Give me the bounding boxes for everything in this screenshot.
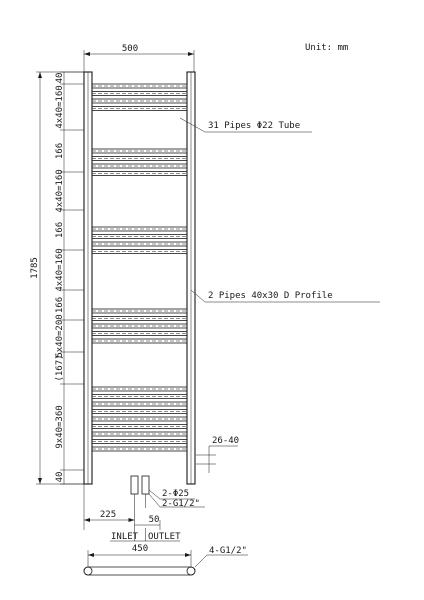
inlet-outlet-labels: INLET OUTLET <box>110 528 181 542</box>
side-dimension-label: 40 <box>55 73 65 84</box>
side-segment-dimensions: 404x40=1601664x40=1601664x40=1601665x40=… <box>55 71 84 485</box>
side-dimension-label: 4x40=160 <box>55 85 65 128</box>
spacing-label: 26-40 <box>212 436 239 446</box>
top-width-dimension: 500 <box>83 44 195 72</box>
outlet-label: OUTLET <box>148 532 181 542</box>
unit-label: Unit: mm <box>305 43 348 53</box>
side-dimension-label: 40 <box>55 472 65 483</box>
valve-connections: 2-Φ25 2-G1/2" <box>130 475 205 528</box>
valve-pitch-label: 50 <box>149 515 160 525</box>
side-dimension-label: 166 <box>55 297 65 313</box>
wall-thread-label: 4-G1/2" <box>209 546 247 556</box>
horizontal-tubes <box>91 83 188 452</box>
valve-dia-label: 2-Φ25 <box>162 489 189 499</box>
bottom-width-dimension: 450 <box>87 544 192 568</box>
tube-callout-label: 31 Pipes Φ22 Tube <box>208 121 300 131</box>
bottom-width-label: 450 <box>132 544 148 554</box>
side-dimension-label: 5x40=200 <box>55 314 65 357</box>
spacing-callout: 26-40 <box>196 436 239 473</box>
profile-callout: 2 Pipes 40x30 D Profile <box>190 289 380 303</box>
wall-bracket-plan: 4-G1/2" <box>83 546 248 576</box>
side-dimension-label: (167) <box>55 354 65 381</box>
radiator-frame <box>83 71 196 485</box>
profile-callout-label: 2 Pipes 40x30 D Profile <box>208 291 333 301</box>
offset-dimension: 225 50 <box>83 484 161 530</box>
offset-label: 225 <box>100 510 116 520</box>
side-dimension-label: 4x40=160 <box>55 169 65 212</box>
inlet-label: INLET <box>111 532 139 542</box>
height-label: 1785 <box>30 257 40 279</box>
top-width-label: 500 <box>122 44 138 54</box>
side-dimension-label: 166 <box>55 143 65 159</box>
side-dimension-label: 9x40=360 <box>55 405 65 448</box>
tube-callout: 31 Pipes Φ22 Tube <box>179 117 312 133</box>
valve-thread-label: 2-G1/2" <box>162 499 200 509</box>
side-dimension-label: 4x40=160 <box>55 248 65 291</box>
side-dimension-label: 166 <box>55 222 65 238</box>
